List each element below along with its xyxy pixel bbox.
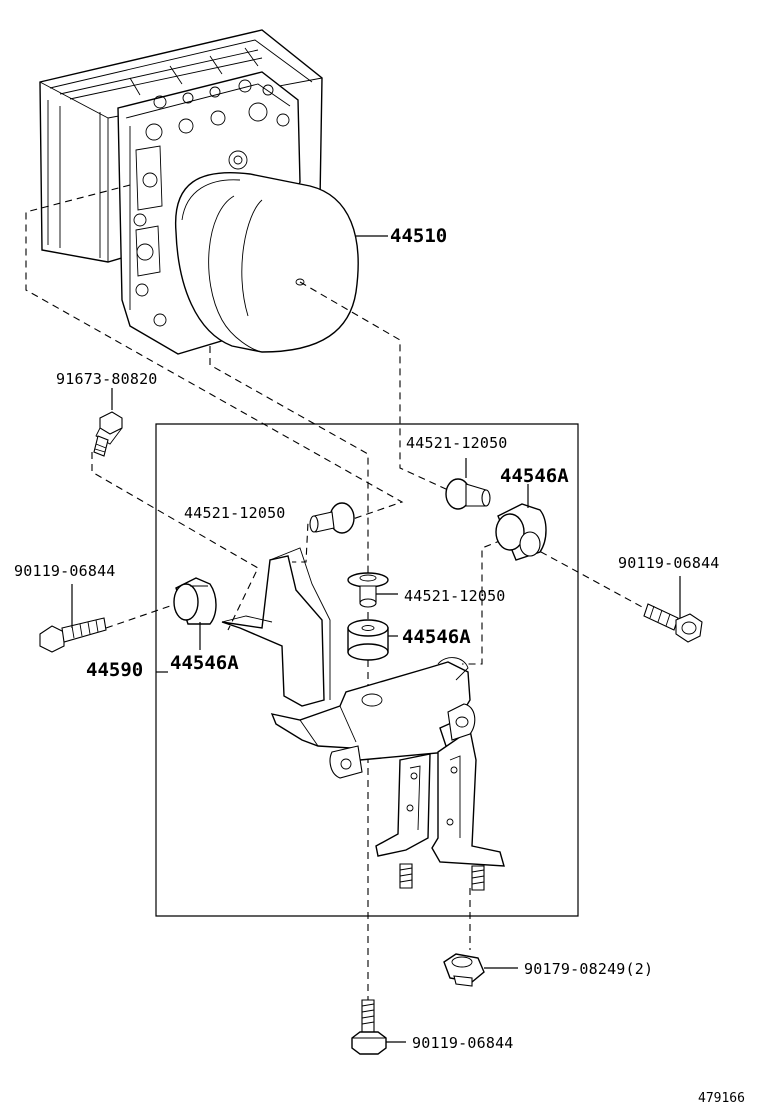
- label-grommet-right-upper: 44521-12050: [406, 434, 508, 452]
- label-cushion-right: 44546A: [500, 465, 569, 487]
- label-cushion-left: 44546A: [170, 652, 239, 674]
- grommet-left: [309, 502, 355, 534]
- label-bolt-left: 90119-06844: [14, 562, 116, 580]
- label-bolt-right: 90119-06844: [618, 554, 720, 572]
- bolt-right: [643, 576, 703, 643]
- label-grommet-center: 44521-12050: [404, 587, 506, 605]
- label-bracket: 44590: [86, 659, 143, 681]
- bolt-91673-80820: [93, 388, 123, 457]
- bracket-frame: [155, 423, 579, 917]
- label-cushion-center: 44546A: [402, 626, 471, 648]
- abs-actuator-assembly: [39, 29, 388, 355]
- cushion-left: [173, 577, 217, 650]
- grommet-center: [347, 572, 398, 608]
- cushion-center: [347, 619, 398, 661]
- label-bolt-top-left: 91673-80820: [56, 370, 158, 388]
- nut-90179-08249: [443, 953, 518, 987]
- label-grommet-left: 44521-12050: [184, 504, 286, 522]
- grommet-upper-right: [445, 458, 491, 510]
- label-bolt-bottom: 90119-06844: [412, 1034, 514, 1052]
- bracket-44590: [221, 547, 505, 891]
- assembly-dashed-lines: [25, 184, 645, 1000]
- figure-number: 479166: [698, 1091, 745, 1106]
- cushion-right: [495, 484, 547, 561]
- bolt-left: [39, 584, 107, 653]
- label-nut: 90179-08249(2): [524, 960, 653, 978]
- part-labels: 44510 91673-80820 44521-12050 44546A 445…: [14, 225, 745, 1106]
- bolt-bottom: [351, 999, 406, 1055]
- label-actuator: 44510: [390, 225, 447, 247]
